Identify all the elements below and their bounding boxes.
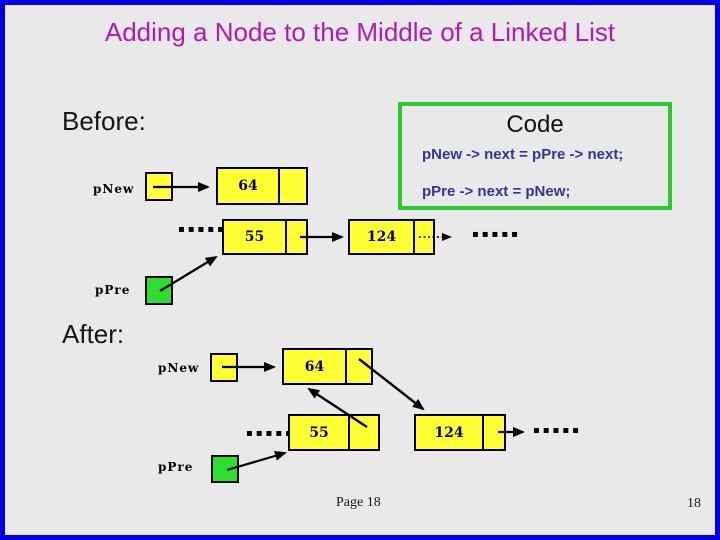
before-node-64-value: 64	[238, 178, 258, 194]
slide-title: Adding a Node to the Middle of a Linked …	[104, 17, 616, 47]
after-pnew-pointer-box	[210, 353, 238, 382]
before-ellipsis-right: ▪▪▪▪▪	[472, 229, 521, 240]
before-ppre-label: pPre	[95, 283, 131, 297]
after-node-64: 64	[282, 348, 373, 385]
after-node-124: 124	[414, 414, 506, 451]
after-heading: After:	[62, 319, 125, 349]
code-line-2: pPre -> next = pNew;	[422, 183, 571, 200]
before-node-55-next-cell	[285, 221, 306, 253]
before-node-124-value: 124	[366, 229, 397, 245]
before-node-124-next-cell	[413, 221, 433, 253]
after-node-64-value: 64	[304, 358, 325, 375]
before-node-64: 64	[216, 167, 308, 205]
before-pnew-label: pNew	[93, 182, 135, 196]
after-node-124-value: 124	[434, 424, 464, 441]
after-node-64-next-cell	[345, 350, 371, 383]
after-pnew-label: pNew	[158, 361, 200, 375]
after-ppre-pointer-box	[211, 455, 239, 483]
footer-page-number: 18	[687, 496, 701, 511]
after-ppre-label: pPre	[158, 460, 194, 474]
before-pnew-pointer-box	[145, 172, 173, 201]
code-line-1: pNew -> next = pPre -> next;	[422, 146, 624, 163]
before-ellipsis-left: ▪▪▪▪▪	[178, 224, 227, 235]
before-node-55-value: 55	[244, 229, 265, 245]
code-box-title: Code	[506, 111, 564, 138]
footer-page-label: Page 18	[336, 495, 381, 510]
after-node-124-next-cell	[482, 416, 504, 449]
after-node-55: 55	[288, 414, 380, 451]
before-ppre-pointer-box	[145, 276, 173, 305]
after-node-55-next-cell	[348, 416, 378, 449]
after-ellipsis-right: ▪▪▪▪▪	[533, 425, 582, 436]
after-node-55-value: 55	[309, 424, 329, 441]
after-ellipsis-left: ▪▪▪▪▪	[246, 428, 295, 439]
code-box: Code pNew -> next = pPre -> next; pPre -…	[398, 102, 672, 210]
before-heading: Before:	[62, 106, 146, 136]
before-node-64-next-cell	[278, 169, 306, 203]
before-node-124: 124	[348, 219, 435, 255]
before-node-55: 55	[222, 219, 308, 255]
